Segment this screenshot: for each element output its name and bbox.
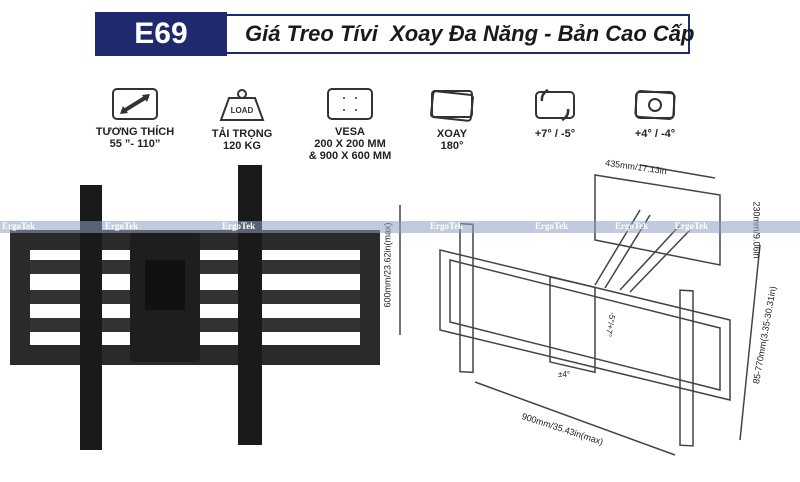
product-title: Giá Treo Tívi Xoay Đa Năng - Bản Cao Cấp	[227, 14, 694, 54]
feature-label: TƯƠNG THÍCH	[95, 126, 175, 138]
feature-label: +4° / -4°	[634, 128, 676, 140]
swivel-icon	[430, 90, 474, 122]
feature-value: 180°	[440, 140, 464, 152]
load-label: LOAD	[231, 106, 254, 115]
tilt-icon	[535, 88, 575, 122]
feature-tilt: +7° / -5°	[505, 88, 605, 140]
vesa-icon	[327, 88, 373, 120]
dim-rotate: ±4°	[558, 370, 571, 379]
load-weight-icon: LOAD	[219, 89, 265, 121]
dimension-drawing	[399, 164, 761, 456]
watermark: ErgoTek	[2, 221, 36, 231]
watermark: ErgoTek	[222, 221, 256, 231]
feature-value: & 900 X 600 MM	[308, 150, 392, 162]
watermark: ErgoTek	[675, 221, 709, 231]
product-photo	[10, 165, 380, 450]
watermark: ErgoTek	[105, 221, 139, 231]
watermark: ErgoTek	[535, 221, 569, 231]
watermark: ErgoTek	[615, 221, 649, 231]
feature-value: 200 X 200 MM	[314, 138, 386, 150]
title-text: Giá Treo Tívi Xoay Đa Năng - Bản Cao Cấp	[245, 21, 695, 46]
feature-label: +7° / -5°	[534, 128, 576, 140]
resize-arrow-icon	[112, 88, 158, 120]
watermark: ErgoTek	[430, 221, 464, 231]
rotate-icon	[634, 89, 676, 121]
feature-label: VESA	[335, 126, 365, 138]
feature-value: 120 KG	[223, 140, 261, 152]
feature-label: TẢI TRỌNG	[211, 128, 273, 140]
feature-label: XOAY	[436, 128, 468, 140]
watermark-band: ErgoTek ErgoTek ErgoTek ErgoTek ErgoTek …	[0, 221, 800, 233]
model-badge: E69	[95, 12, 227, 56]
feature-rotate: +4° / -4°	[605, 88, 705, 140]
feature-value: 55 ”- 110”	[109, 138, 161, 150]
dim-height: 600mm/23.62in(max)	[382, 222, 393, 308]
